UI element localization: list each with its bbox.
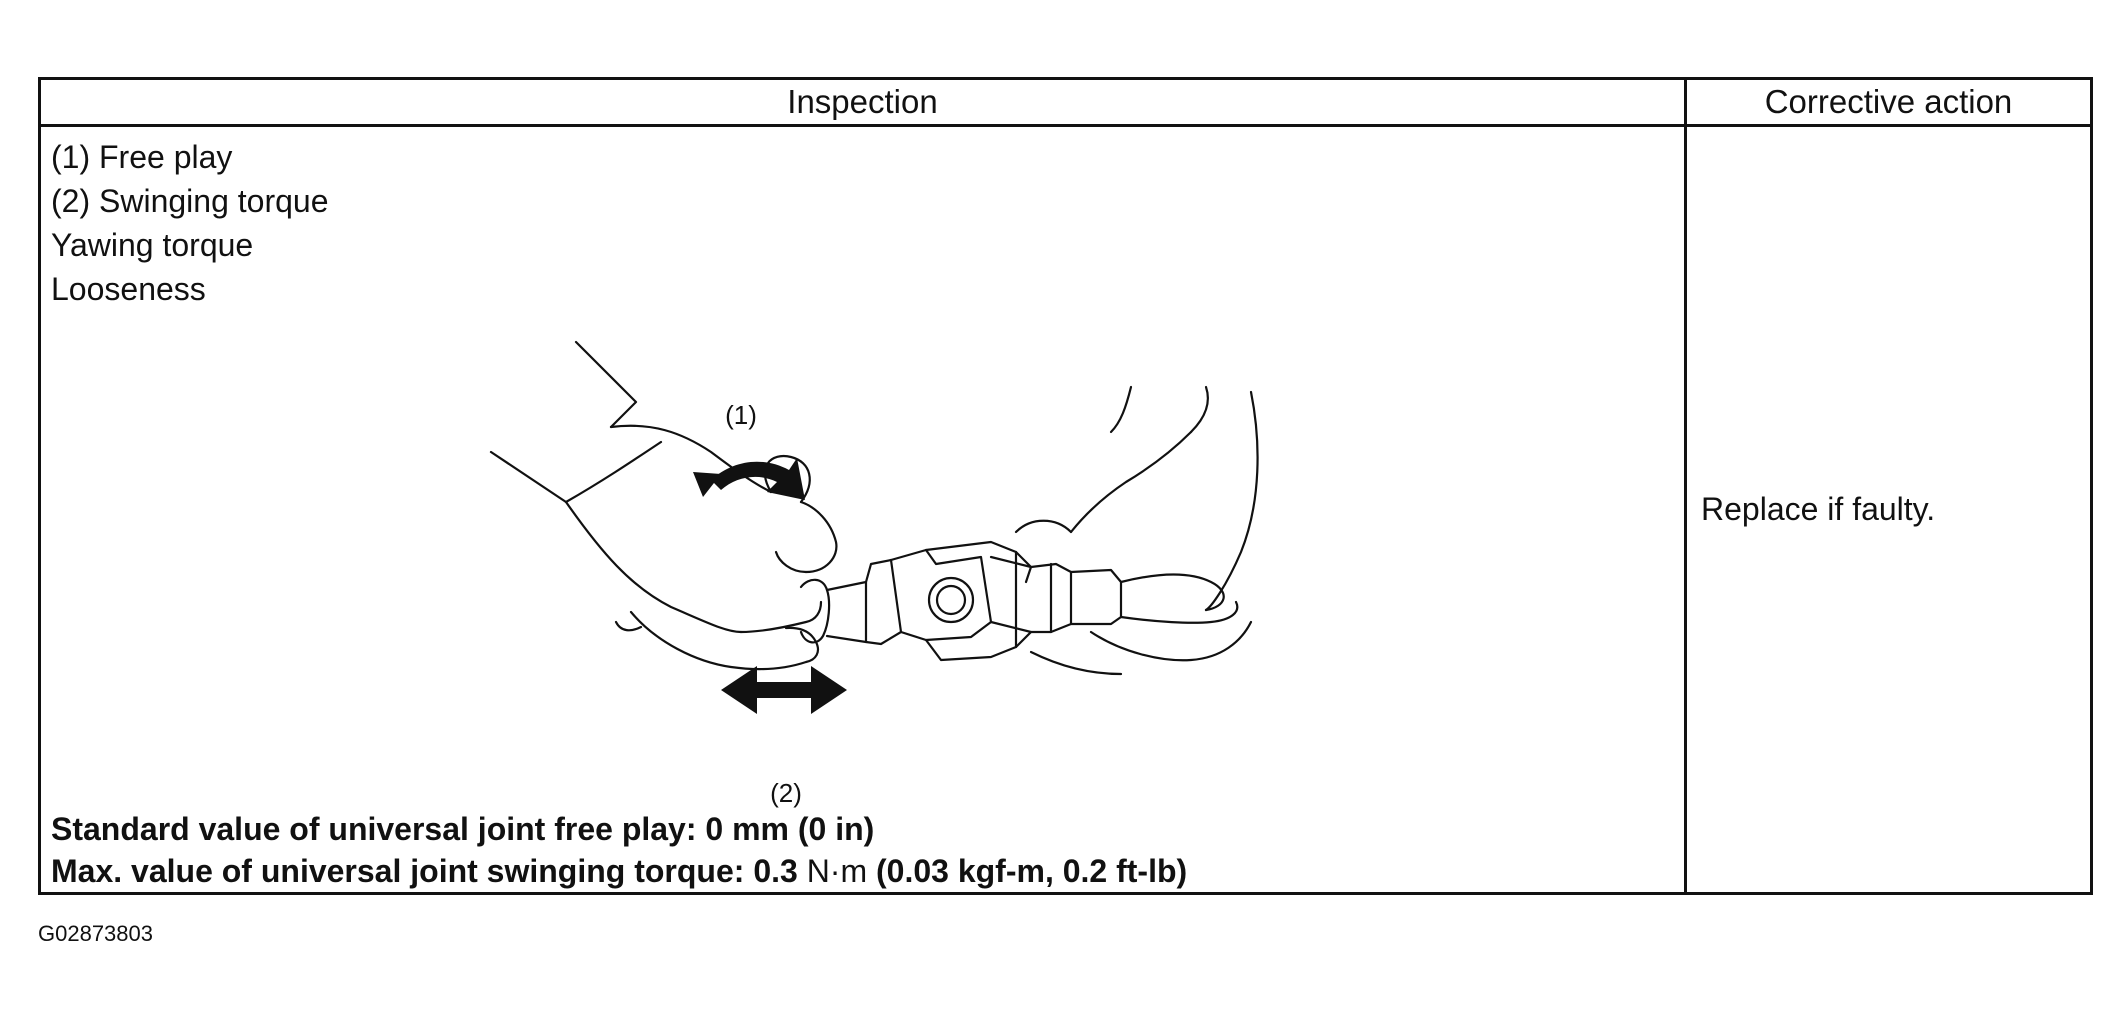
corrective-action-cell: Replace if faulty. bbox=[1684, 124, 2093, 895]
corrective-action-header: Corrective action bbox=[1684, 77, 2093, 127]
header-row: Inspection Corrective action bbox=[38, 77, 2093, 127]
inspection-items: (1) Free play (2) Swinging torque Yawing… bbox=[51, 135, 328, 311]
inspection-table: Inspection Corrective action (1) Free pl… bbox=[38, 77, 2093, 895]
inspection-cell: (1) Free play (2) Swinging torque Yawing… bbox=[38, 124, 1687, 895]
corrective-action-text: Replace if faulty. bbox=[1701, 491, 1936, 527]
item-yawing-torque: Yawing torque bbox=[51, 227, 254, 263]
figure-code: G02873803 bbox=[38, 921, 153, 946]
item-looseness: Looseness bbox=[51, 271, 206, 307]
max-value: Max. value of universal joint swinging t… bbox=[51, 850, 1187, 892]
max-value-unit: N·m bbox=[806, 853, 868, 889]
max-value-suffix: (0.03 kgf-m, 0.2 ft-lb) bbox=[867, 853, 1188, 889]
max-value-prefix: Max. value of universal joint swinging t… bbox=[51, 853, 807, 889]
universal-joint-illustration: (1) (2) bbox=[489, 340, 1259, 808]
specification-values: Standard value of universal joint free p… bbox=[51, 808, 1187, 892]
figure-label-2: (2) bbox=[770, 778, 802, 808]
figure-label-1: (1) bbox=[725, 400, 757, 430]
item-free-play: (1) Free play bbox=[51, 139, 233, 175]
standard-value: Standard value of universal joint free p… bbox=[51, 811, 875, 847]
table-row: (1) Free play (2) Swinging torque Yawing… bbox=[38, 124, 2093, 895]
inspection-header: Inspection bbox=[38, 77, 1687, 127]
item-swinging-torque: (2) Swinging torque bbox=[51, 183, 329, 219]
